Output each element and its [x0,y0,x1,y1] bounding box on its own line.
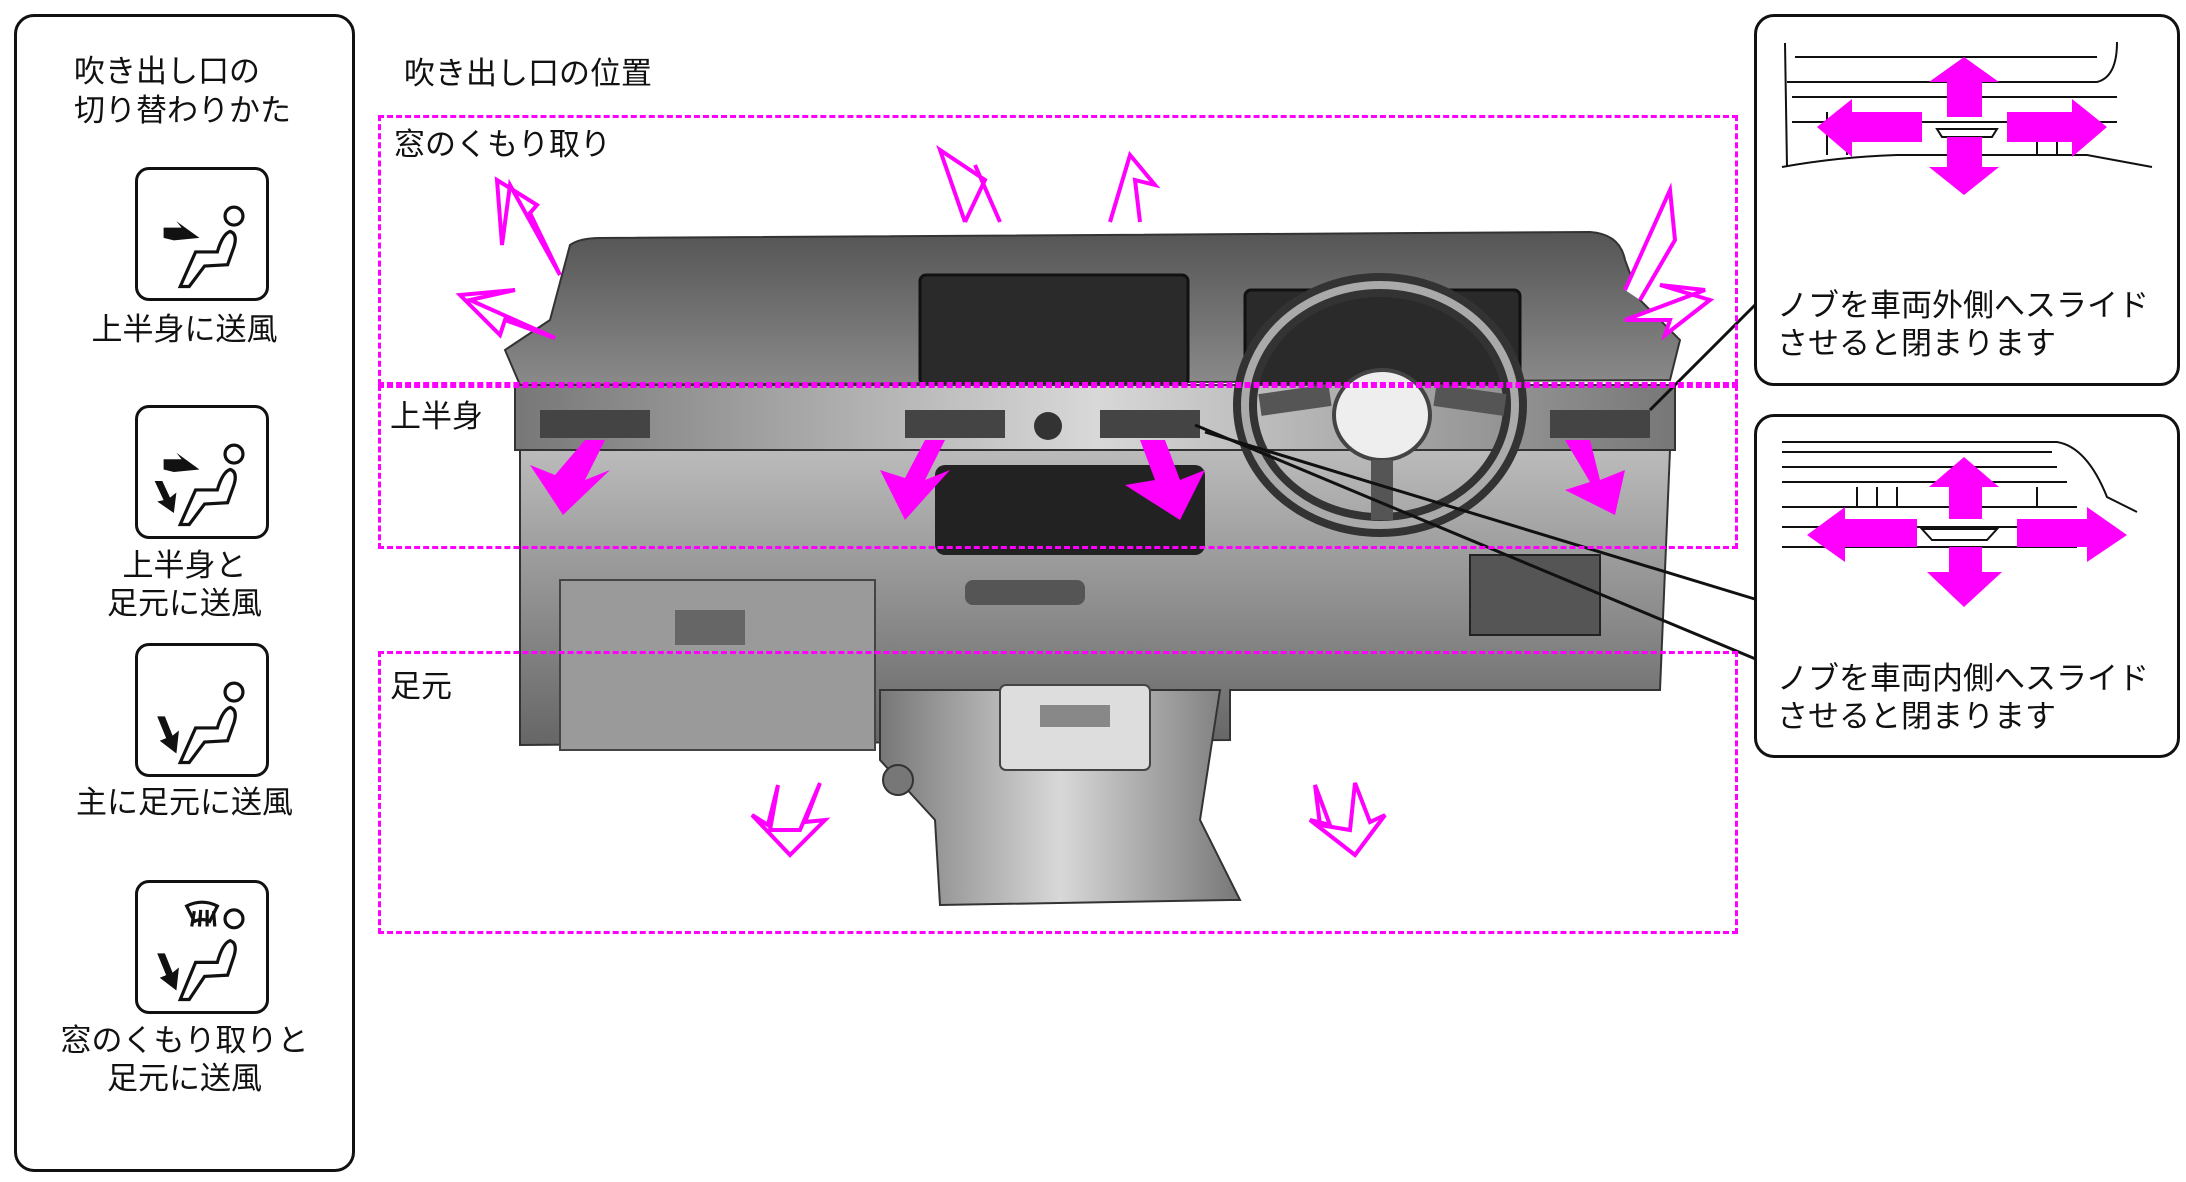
defrost-arrow-icon [455,288,556,340]
defrost-foot-vent-icon [135,880,269,1014]
foot-arrow-icon [1308,782,1387,858]
feet-zone [378,651,1738,934]
upper-body-zone-label: 上半身 [390,399,483,435]
outer-slide-text-line2: させると閉まります [1777,326,2056,362]
upper-body-arrow-icon [1565,440,1625,515]
inner-slide-callout: ノブを車両内側へスライド させると閉まります [1754,414,2180,758]
defrost-arrow-icon [1108,150,1161,223]
inner-slide-text-line1: ノブを車両内側へスライド [1777,661,2149,697]
inner-slide-text-line2: させると閉まります [1777,699,2056,735]
defrost-arrow-icon [1624,283,1715,341]
vent-knob-outer-illustration [1781,41,2153,195]
defrost-arrow-icon [494,176,562,276]
upper-body-arrow-icon [530,440,610,515]
defrost-zone [378,115,1738,385]
outer-slide-callout: ノブを車両外側へスライド させると閉まります [1754,14,2180,386]
foot-vent-icon [135,643,269,777]
face-vent-icon [135,167,269,301]
defrost-arrow-icon [936,145,1002,223]
upper-body-zone [378,385,1738,549]
mode-label: 上半身に送風 [91,312,278,348]
panel-title-line2: 切り替わりかた [74,93,291,129]
upper-body-arrow-icon [1125,440,1205,520]
defrost-arrow-icon [1623,182,1678,302]
mode-label: 窓のくもり取りと [60,1023,309,1059]
foot-arrow-icon [750,782,831,858]
four-way-arrow-icon [1817,57,2107,195]
upper-body-arrow-icon [880,440,950,520]
defrost-zone-label: 窓のくもり取り [394,127,611,163]
outer-slide-text-line1: ノブを車両外側へスライド [1777,288,2149,324]
mode-label: 足元に送風 [107,586,262,622]
four-way-arrow-icon [1807,457,2127,607]
panel-title-line1: 吹き出し口の [74,54,260,90]
vent-mode-panel: 吹き出し口の 切り替わりかた 上半身に送風 上半身と 足元に送風 主に足元に送風… [14,14,355,1172]
vent-location-title: 吹き出し口の位置 [404,56,652,92]
bi-level-vent-icon [135,405,269,539]
mode-label: 主に足元に送風 [76,785,293,821]
mode-label: 上半身と [122,548,247,584]
feet-zone-label: 足元 [390,669,452,705]
mode-label: 足元に送風 [107,1061,262,1097]
vent-knob-inner-illustration [1782,441,2138,607]
